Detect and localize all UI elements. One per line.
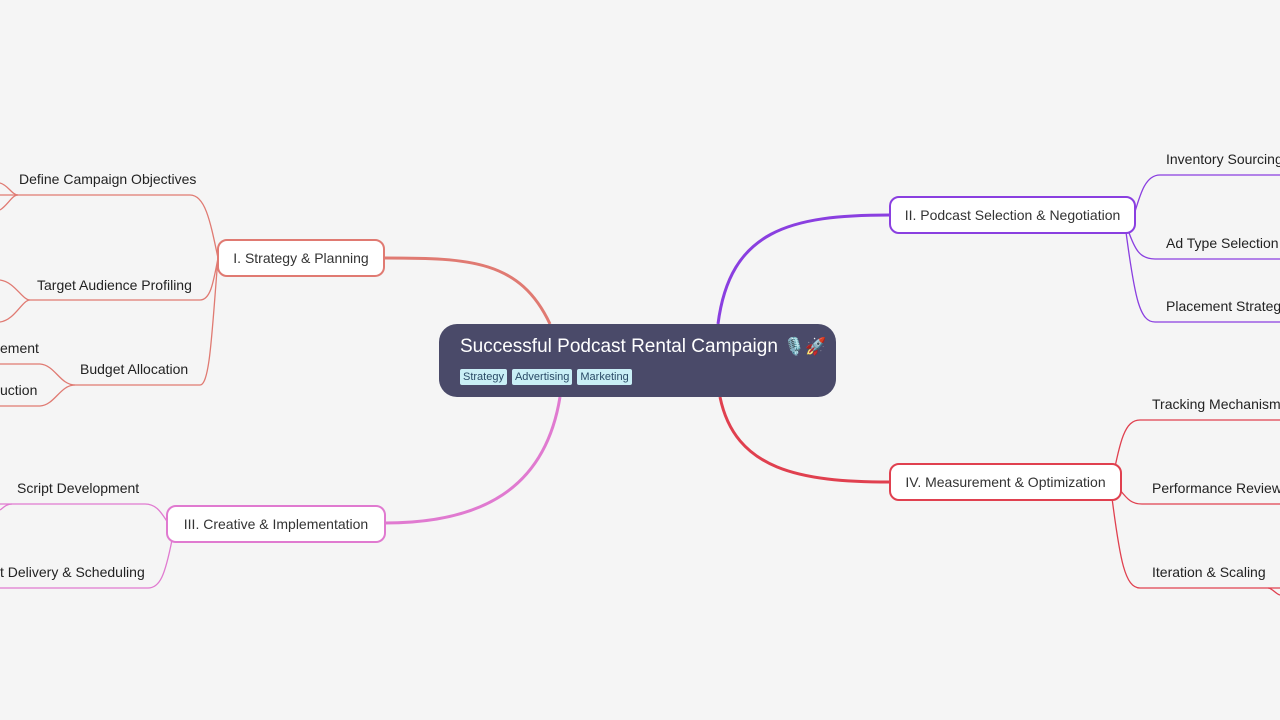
leaf-target-audience-profiling[interactable]: Target Audience Profiling bbox=[37, 277, 192, 293]
link-root-creative bbox=[384, 396, 562, 525]
leaf-inventory-sourcing[interactable]: Inventory Sourcing bbox=[1166, 151, 1280, 167]
tag-strategy[interactable]: Strategy bbox=[460, 369, 507, 385]
root-title: Successful Podcast Rental Campaign bbox=[460, 336, 778, 357]
leaf-budget-sub-2[interactable]: uction bbox=[0, 382, 38, 398]
leaf-delivery-scheduling[interactable]: t Delivery & Scheduling bbox=[0, 564, 145, 580]
leaf-budget-sub-1[interactable]: ement bbox=[0, 340, 39, 356]
leaf-tracking-mechanism[interactable]: Tracking Mechanism S bbox=[1152, 396, 1280, 412]
leaf-placement-strategy[interactable]: Placement Strategy bbox=[1166, 298, 1280, 314]
leaf-iteration-scaling[interactable]: Iteration & Scaling bbox=[1152, 564, 1266, 580]
branch-podcast-selection[interactable]: II. Podcast Selection & Negotiation bbox=[889, 196, 1136, 234]
leaf-script-development[interactable]: Script Development bbox=[17, 480, 140, 496]
branch-label: IV. Measurement & Optimization bbox=[905, 474, 1106, 490]
tag-marketing[interactable]: Marketing bbox=[577, 369, 632, 385]
root-title-row: Successful Podcast Rental Campaign 🎙️🚀 bbox=[460, 336, 836, 358]
branch-label: III. Creative & Implementation bbox=[183, 516, 369, 532]
branch-label: I. Strategy & Planning bbox=[233, 250, 369, 266]
leaf-define-campaign-objectives[interactable]: Define Campaign Objectives bbox=[19, 171, 197, 187]
branch-creative-implementation[interactable]: III. Creative & Implementation bbox=[166, 505, 386, 543]
branch-label: II. Podcast Selection & Negotiation bbox=[904, 207, 1121, 223]
leaf-budget-allocation[interactable]: Budget Allocation bbox=[80, 361, 189, 377]
leaf-performance-review[interactable]: Performance Review bbox=[1152, 480, 1280, 496]
tag-list: Strategy Advertising Marketing bbox=[460, 369, 836, 385]
tag-advertising[interactable]: Advertising bbox=[511, 369, 573, 385]
link-root-podcast bbox=[716, 213, 891, 325]
link-root-measurement bbox=[718, 396, 891, 484]
link-root-strategy bbox=[384, 256, 552, 325]
root-node[interactable]: Successful Podcast Rental Campaign 🎙️🚀 S… bbox=[439, 324, 836, 397]
branch-strategy-planning[interactable]: I. Strategy & Planning bbox=[217, 239, 385, 277]
leaf-ad-type-selection[interactable]: Ad Type Selection bbox=[1166, 235, 1279, 251]
branch-measurement-optimization[interactable]: IV. Measurement & Optimization bbox=[889, 463, 1122, 501]
microphone-rocket-emoji: 🎙️🚀 bbox=[783, 337, 827, 357]
